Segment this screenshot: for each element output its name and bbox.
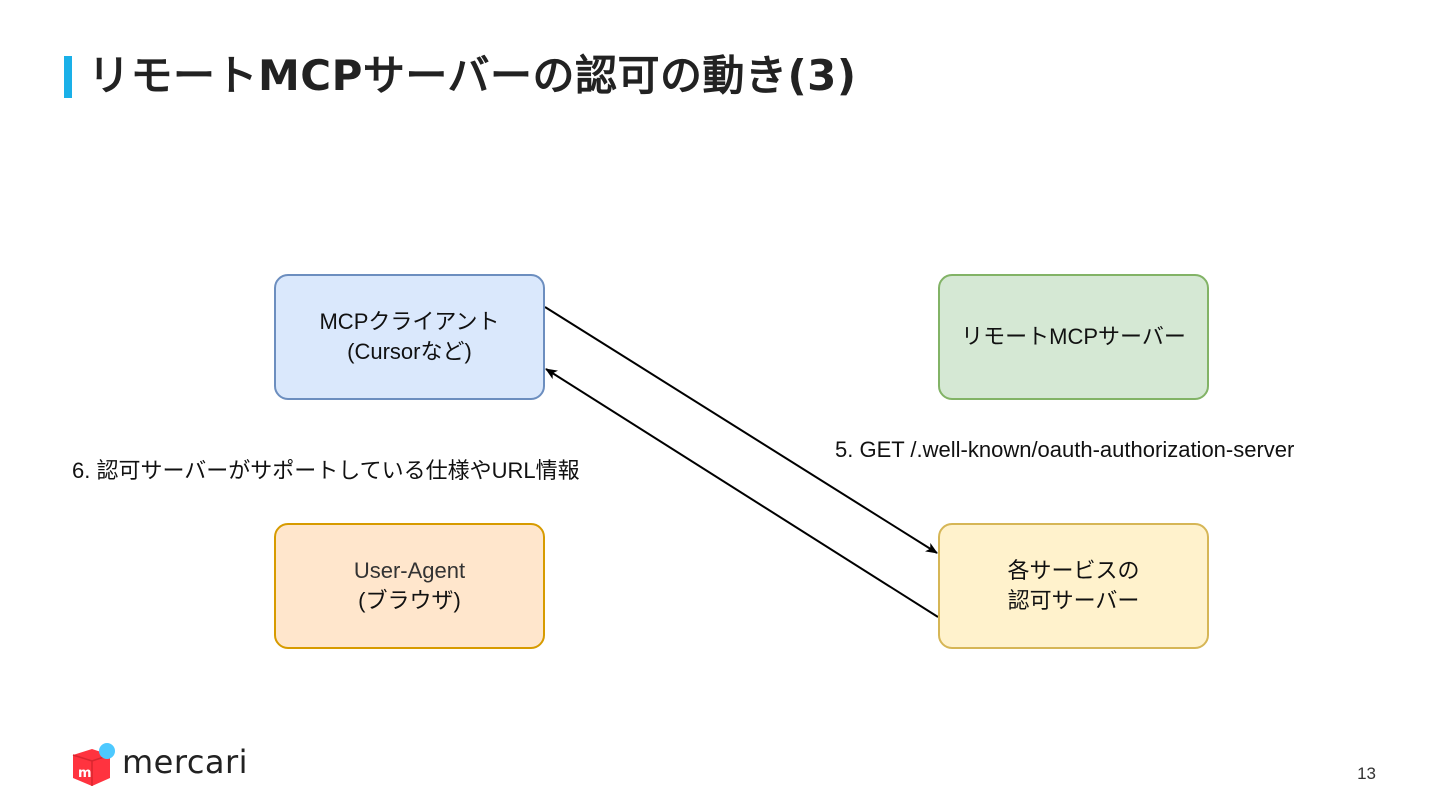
node-user-agent-line2: (ブラウザ) (358, 588, 461, 613)
edge-response-label: 6. 認可サーバーがサポートしている仕様やURL情報 (72, 458, 580, 483)
node-user-agent-line1: User-Agent (353, 558, 466, 583)
node-mcp-client-line2: (Cursorなど) (347, 339, 472, 364)
node-authorization-server: 各サービスの 認可サーバー (938, 523, 1209, 649)
node-remote-mcp-server: リモートMCPサーバー (938, 274, 1209, 400)
svg-text:m: m (78, 766, 92, 781)
node-mcp-client: MCPクライアント (Cursorなど) (274, 274, 545, 400)
page-number: 13 (1357, 764, 1376, 783)
edge-request-label: 5. GET /.well-known/oauth-authorization-… (835, 437, 1295, 462)
mercari-logo-text: mercari (122, 743, 249, 781)
node-authorization-server-line2: 認可サーバー (1007, 588, 1140, 613)
node-mcp-client-line1: MCPクライアント (319, 309, 500, 334)
node-remote-mcp-server-line1: リモートMCPサーバー (961, 324, 1186, 349)
mercari-box-icon: m (72, 743, 115, 786)
node-user-agent: User-Agent (ブラウザ) (274, 523, 545, 649)
node-authorization-server-line1: 各サービスの (1007, 558, 1140, 583)
edge-request-arrow (544, 306, 938, 554)
title-accent-bar (64, 56, 72, 98)
edge-response-arrow (545, 368, 939, 618)
slide-title: リモートMCPサーバーの認可の動き(3) (88, 51, 857, 100)
